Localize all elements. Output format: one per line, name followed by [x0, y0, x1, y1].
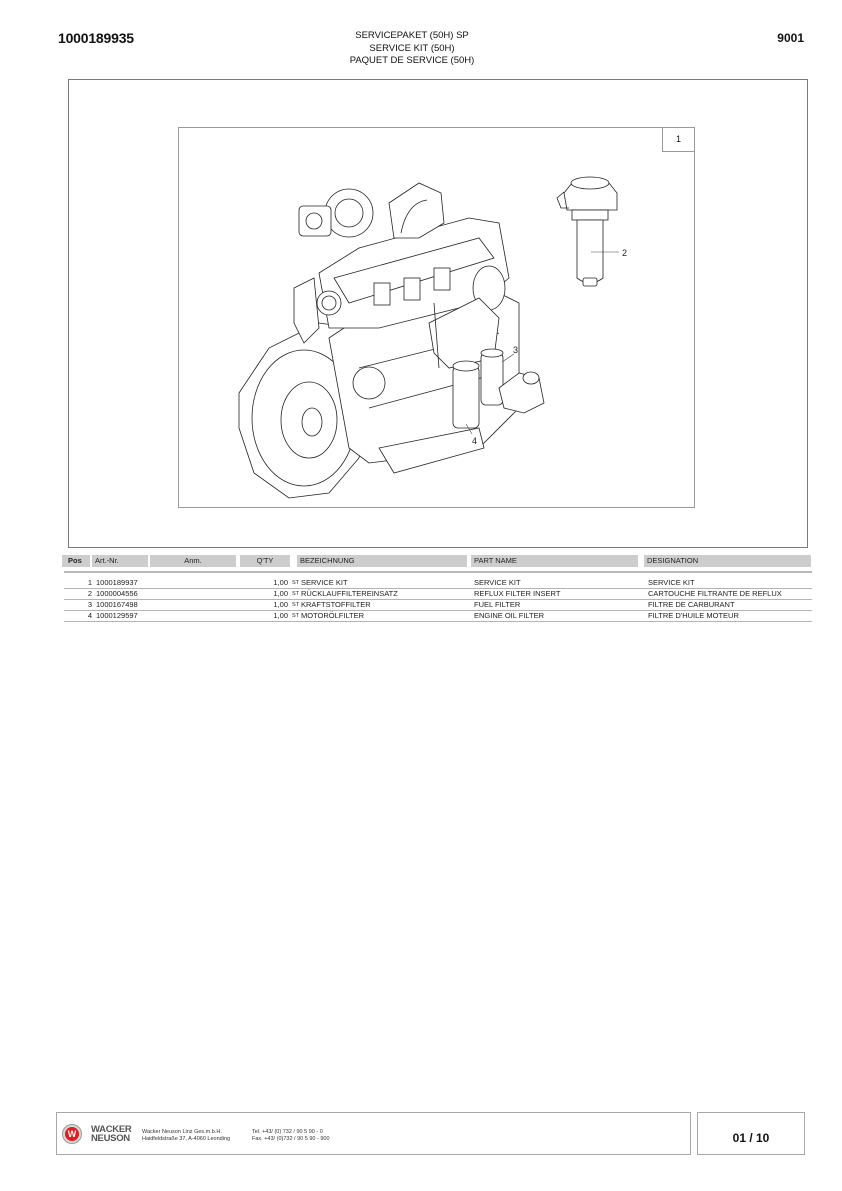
row-bezeichnung: SERVICE KIT	[301, 578, 348, 587]
table-divider	[64, 571, 812, 573]
engine-drawing-icon: 2 3 4	[238, 176, 627, 499]
row-art-nr: 1000189937	[96, 578, 138, 587]
row-designation: FILTRE DE CARBURANT	[648, 600, 735, 609]
row-bezeichnung: KRAFTSTOFFILTER	[301, 600, 371, 609]
row-bezeichnung: MOTORÖLFILTER	[301, 611, 365, 620]
row-qty: 1,00	[273, 589, 288, 598]
header-bezeichnung: BEZEICHNUNG	[297, 555, 467, 567]
company-address: Wacker Neuson Linz Ges.m.b.H. Haidfeldst…	[142, 1129, 231, 1142]
header-art-nr: Art.-Nr.	[92, 555, 148, 567]
row-unit: ST	[292, 580, 300, 586]
row-unit: ST	[292, 602, 300, 608]
group-code: 9001	[777, 31, 804, 45]
row-pos: 2	[87, 589, 92, 598]
row-unit: ST	[292, 591, 300, 597]
row-pos: 1	[87, 578, 92, 587]
callout-2: 2	[622, 248, 627, 258]
figure-number: 1	[662, 127, 695, 152]
row-qty: 1,00	[273, 611, 288, 620]
row-part-name: FUEL FILTER	[474, 600, 521, 609]
row-unit: ST	[292, 613, 300, 619]
row-qty: 1,00	[273, 578, 288, 587]
brand-name: WACKER NEUSON	[91, 1124, 132, 1144]
table-row: 1 1000189937 1,00 ST SERVICE KIT SERVICE…	[64, 578, 812, 589]
figure-frame	[68, 79, 808, 548]
exploded-view-drawing: 1	[178, 127, 695, 508]
row-bezeichnung: RÜCKLAUFFILTEREINSATZ	[301, 589, 398, 598]
title-line-fr: PAQUET DE SERVICE (50H)	[349, 55, 475, 66]
table-row: 2 1000004556 1,00 ST RÜCKLAUFFILTEREINSA…	[64, 589, 812, 600]
header-pos: Pos	[62, 555, 90, 567]
row-pos: 3	[87, 600, 92, 609]
row-qty: 1,00	[273, 600, 288, 609]
row-part-name: SERVICE KIT	[474, 578, 521, 587]
callout-3: 3	[513, 345, 518, 355]
title-line-de: SERVICEPAKET (50H) SP	[355, 30, 469, 41]
header-designation: DESIGNATION	[644, 555, 811, 567]
row-art-nr: 1000129597	[96, 611, 138, 620]
wacker-neuson-logo-icon: W	[62, 1124, 82, 1144]
document-title: SERVICEPAKET (50H) SP SERVICE KIT (50H) …	[0, 30, 824, 68]
row-part-name: ENGINE OIL FILTER	[474, 611, 545, 620]
table-row: 4 1000129597 1,00 ST MOTORÖLFILTER ENGIN…	[64, 611, 812, 622]
row-designation: FILTRE D'HUILE MOTEUR	[648, 611, 739, 620]
page-number: 01 / 10	[697, 1112, 805, 1155]
footer: W WACKER NEUSON Wacker Neuson Linz Ges.m…	[56, 1112, 691, 1155]
row-art-nr: 1000167498	[96, 600, 138, 609]
header-part-name: PART NAME	[471, 555, 638, 567]
header-anm: Anm.	[150, 555, 236, 567]
title-line-en: SERVICE KIT (50H)	[369, 42, 455, 54]
callout-4: 4	[472, 436, 477, 446]
document-part-number: 1000189935	[58, 30, 134, 46]
header-qty: Q'TY	[240, 555, 290, 567]
row-part-name: REFLUX FILTER INSERT	[474, 589, 561, 598]
row-art-nr: 1000004556	[96, 589, 138, 598]
row-pos: 4	[87, 611, 92, 620]
row-designation: CARTOUCHE FILTRANTE DE REFLUX	[648, 589, 782, 598]
company-contact: Tel. +43/ (0) 732 / 90 5 90 - 0 Fax. +43…	[252, 1129, 330, 1142]
row-designation: SERVICE KIT	[648, 578, 695, 587]
table-row: 3 1000167498 1,00 ST KRAFTSTOFFILTER FUE…	[64, 600, 812, 611]
